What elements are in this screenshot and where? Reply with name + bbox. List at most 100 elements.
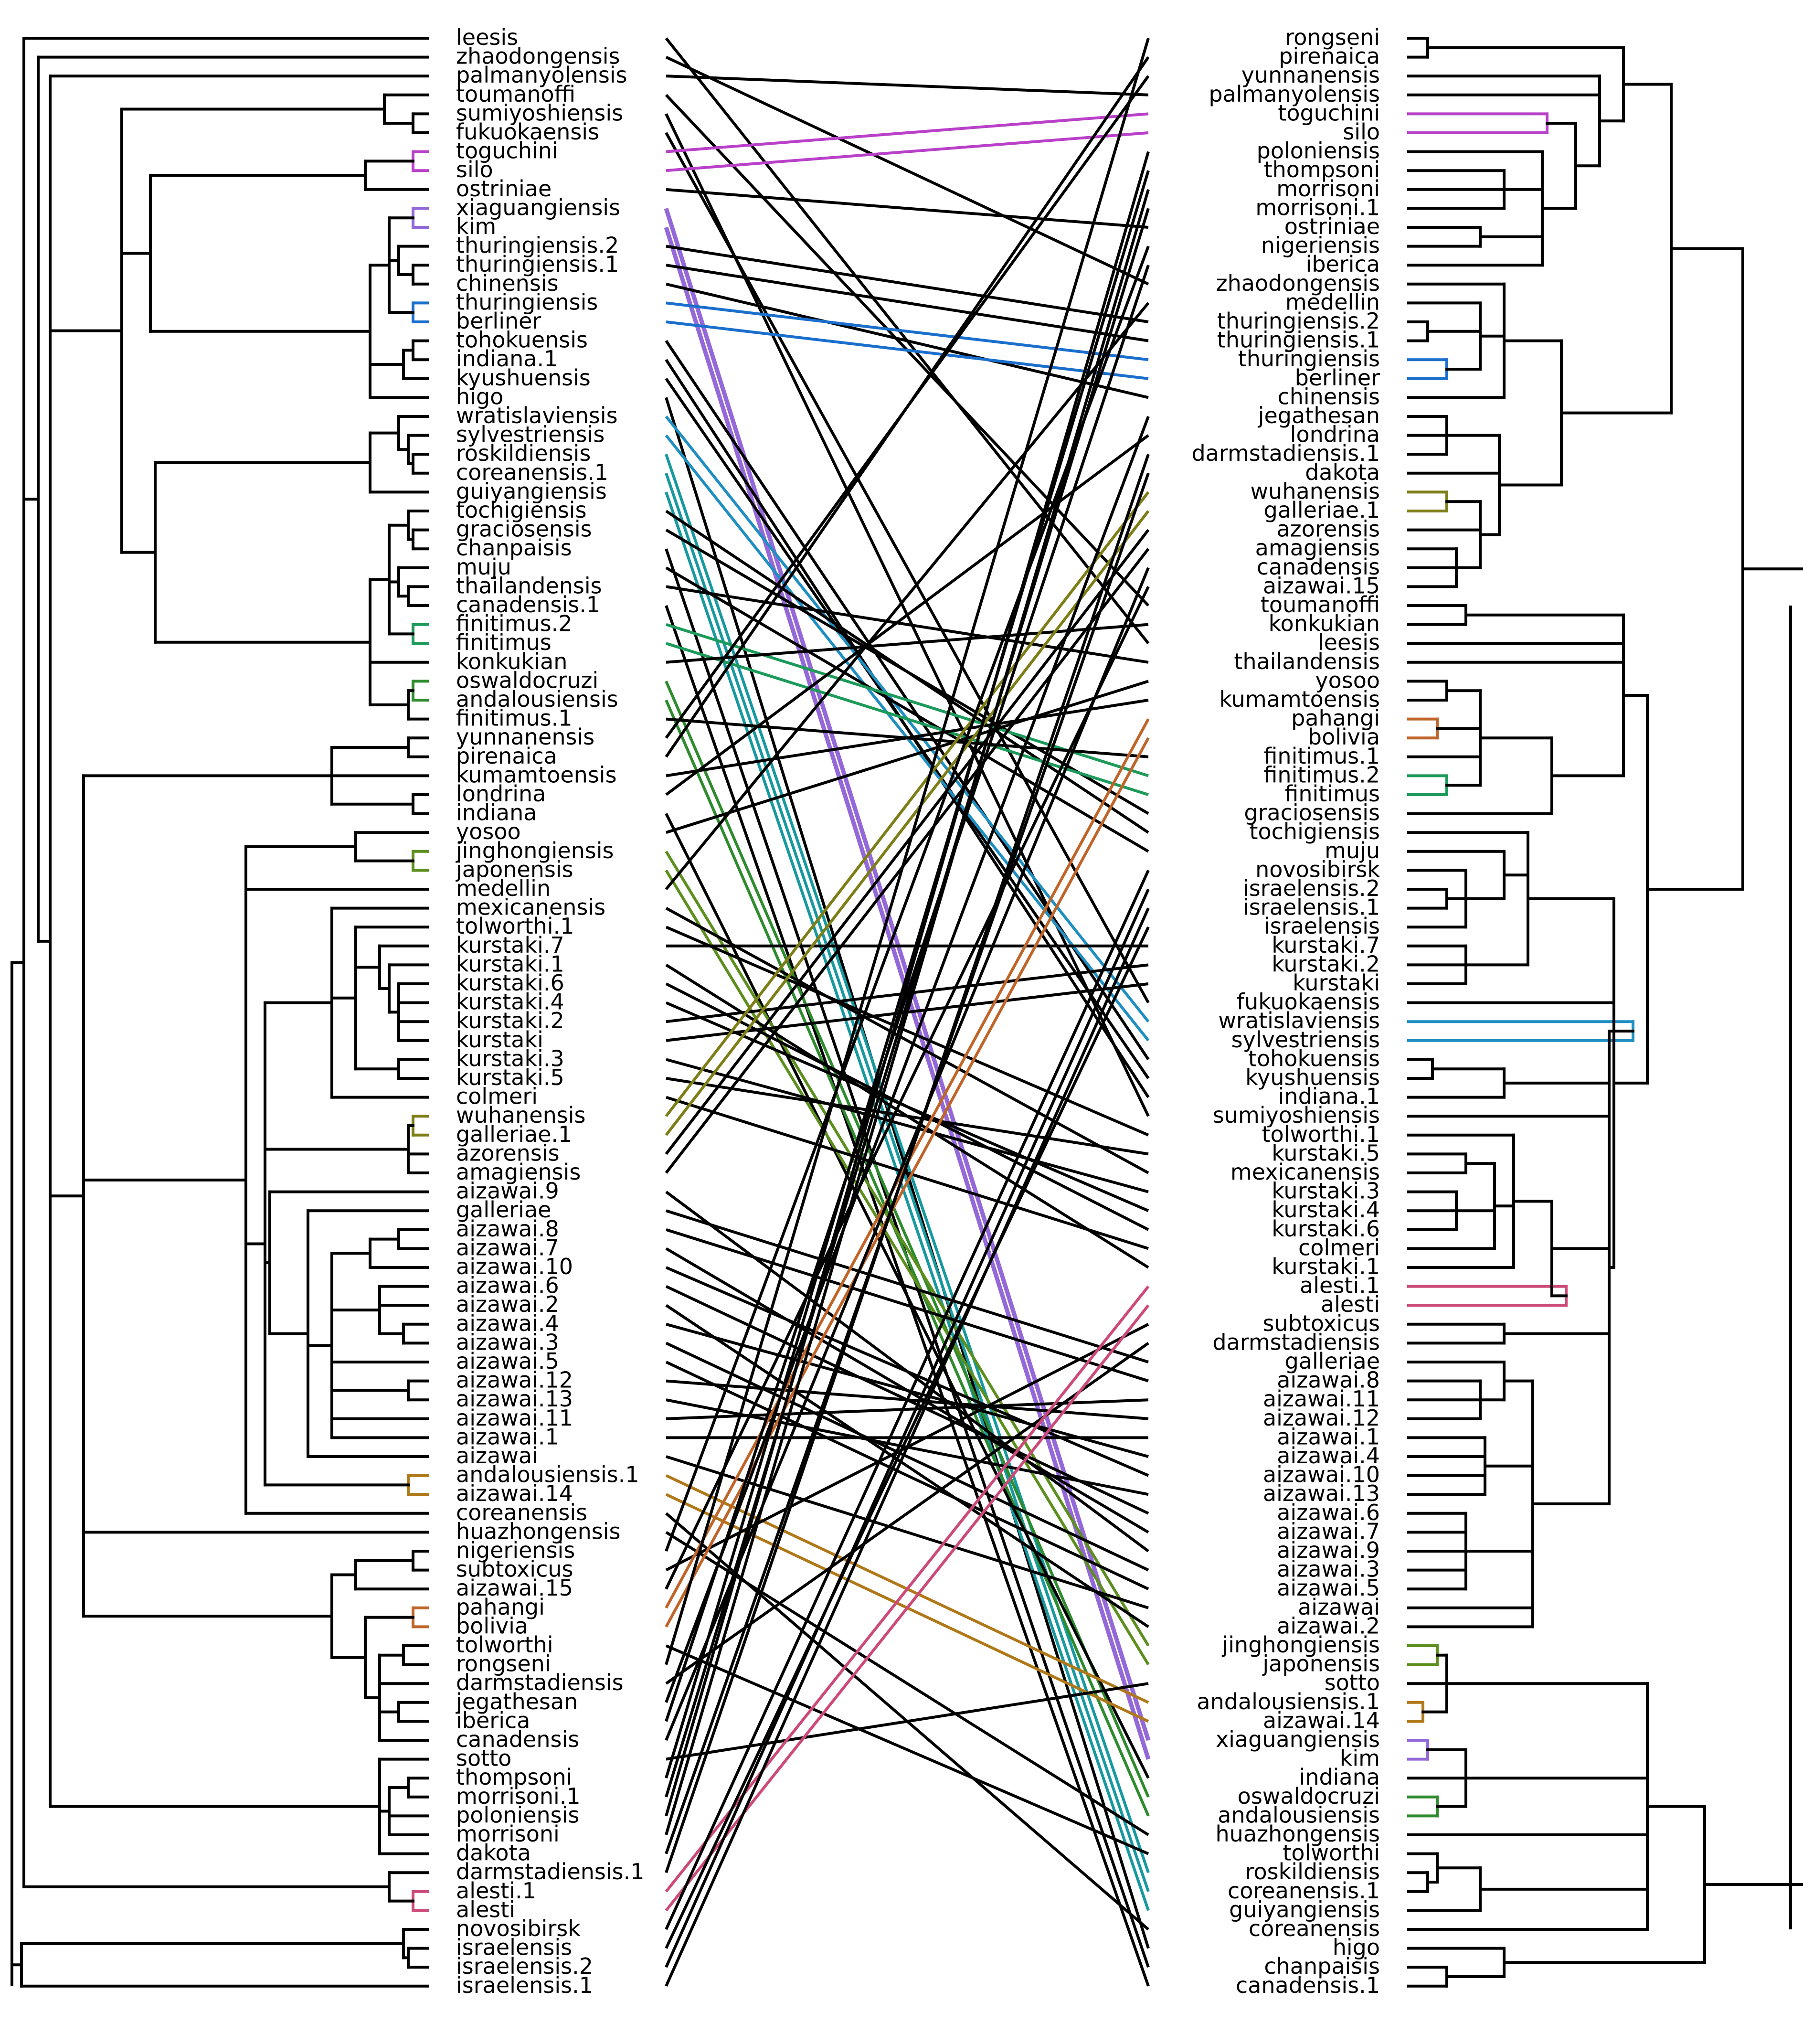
right-tip-label: israelensis (1264, 913, 1380, 939)
left-tip-label: novosibirsk (456, 1916, 581, 1941)
right-tip-label: azorensis (1276, 516, 1380, 542)
left-tip-label: londrina (456, 781, 546, 807)
left-tip-label: thompsoni (456, 1764, 572, 1790)
left-tip-label: pahangi (456, 1594, 545, 1620)
right-tip-label: chinensis (1277, 383, 1380, 409)
connector-lines (664, 37, 1151, 1987)
left-tip-label: muju (456, 554, 511, 580)
right-tip-label: kyushuensis (1245, 1065, 1380, 1090)
right-tip-label: canadensis.1 (1236, 1972, 1380, 1998)
connector-line (665, 926, 1150, 1949)
left-tip-label: finitimus.1 (456, 705, 573, 731)
right-tip-label: galleriae (1285, 1348, 1380, 1374)
left-tip-label: konkukian (456, 649, 567, 674)
left-tip-label: leesis (456, 24, 518, 50)
left-tip-label: bolivia (456, 1613, 528, 1639)
right-tip-label: tochigiensis (1249, 819, 1380, 844)
left-tip-label: dakota (456, 1840, 531, 1866)
right-tip-label: subtoxicus (1263, 1310, 1380, 1336)
left-tip-label: darmstadiensis (456, 1670, 624, 1695)
left-dendrogram (11, 37, 429, 1988)
left-tip-label: kurstaki.4 (456, 989, 564, 1015)
right-tip-label: kurstaki.7 (1272, 932, 1380, 958)
left-tip-label: yosoo (456, 819, 521, 844)
right-tip-label: darmstadiensis.1 (1191, 440, 1380, 466)
connector-line (665, 1341, 1149, 1572)
connector-line (665, 415, 1150, 1703)
right-tip-label: morrisoni (1276, 176, 1380, 202)
connector-line (665, 208, 1150, 1798)
right-tip-label: aizawai.14 (1263, 1707, 1380, 1733)
right-tip-label: aizawai.2 (1277, 1613, 1380, 1639)
right-tip-label: aizawai (1298, 1594, 1380, 1620)
connector-line (665, 434, 1149, 796)
right-tip-label: yosoo (1315, 667, 1380, 693)
left-tip-label: iberica (456, 1707, 530, 1733)
connector-line (665, 567, 1150, 1741)
left-tip-label: aizawai.10 (456, 1254, 573, 1279)
right-tip-label: indiana.1 (1278, 1084, 1380, 1109)
right-tip-label: kumamtoensis (1219, 686, 1380, 712)
left-tip-label: kurstaki.6 (456, 970, 564, 996)
connector-line (666, 623, 1149, 777)
connector-line (665, 737, 1150, 1628)
left-tip-label: aizawai.7 (456, 1235, 559, 1260)
right-tip-label: finitimus (1284, 781, 1380, 807)
left-tip-label: wuhanensis (456, 1102, 585, 1128)
connector-line (666, 1209, 1149, 1363)
right-tip-label: kurstaki (1293, 970, 1380, 996)
left-tip-label: aizawai.14 (456, 1480, 573, 1506)
connector-line (665, 378, 1150, 1079)
right-tip-label: tolworthi.1 (1262, 1121, 1380, 1147)
connector-line (666, 1058, 1149, 1193)
right-tip-label: aizawai.11 (1263, 1386, 1380, 1412)
left-tip-label: chinensis (456, 270, 559, 296)
connector-line (665, 1001, 1149, 1212)
left-tip-label: indiana.1 (456, 346, 558, 372)
left-tip-label: tolworthi (456, 1632, 553, 1658)
connector-line (666, 188, 1149, 229)
connector-line (666, 1077, 1149, 1156)
connector-line (666, 642, 1149, 796)
right-dendrogram (1407, 37, 1803, 1988)
right-tip-label: amagiensis (1255, 535, 1380, 561)
right-tip-label: tolworthi (1283, 1840, 1380, 1866)
right-tip-label: londrina (1290, 422, 1380, 447)
connector-line (665, 265, 1150, 1722)
left-tip-label: coreanensis (456, 1500, 587, 1525)
left-tip-label: indiana (456, 800, 537, 826)
right-tip-label: medellin (1285, 289, 1380, 315)
left-tip-label: andalousiensis (456, 686, 618, 712)
left-tip-label: finitimus (456, 629, 552, 655)
right-tip-label: israelensis.2 (1243, 875, 1380, 901)
left-tip-label: aizawai.1 (456, 1424, 559, 1449)
right-tip-label: aizawai.5 (1277, 1575, 1380, 1601)
left-tip-label: galleriae.1 (456, 1121, 572, 1147)
right-tip-label: thuringiensis.2 (1217, 308, 1380, 334)
right-tip-label: chanpaisis (1264, 1953, 1380, 1979)
left-tip-label: nigeriensis (456, 1537, 575, 1563)
connector-line (665, 38, 1150, 1665)
right-tip-label: finitimus.1 (1263, 743, 1380, 769)
left-tip-label: aizawai.2 (456, 1291, 559, 1317)
connector-line (666, 585, 1149, 664)
connector-line (666, 1398, 1149, 1420)
right-tip-label: zhaodongensis (1216, 270, 1380, 296)
right-tip-label: roskildiensis (1245, 1859, 1380, 1884)
connector-line (666, 1228, 1149, 1383)
left-tip-labels: leesiszhaodongensispalmanyolensistoumano… (456, 24, 645, 1998)
right-tip-label: toumanoffi (1261, 592, 1380, 617)
right-tip-label: kurstaki.6 (1272, 1216, 1380, 1242)
right-tip-labels: rongsenipirenaicayunnanensispalmanyolens… (1191, 24, 1380, 1998)
left-tip-label: aizawai.12 (456, 1367, 573, 1393)
right-tip-label: aizawai.3 (1277, 1556, 1380, 1582)
left-tip-label: poloniensis (456, 1802, 579, 1828)
left-tip-label: tohokuensis (456, 327, 588, 353)
left-tip-label: graciosensis (456, 516, 592, 542)
left-tip-label: tolworthi.1 (456, 913, 574, 939)
right-tip-label: aizawai.6 (1277, 1500, 1380, 1525)
connector-line (665, 454, 1150, 1874)
right-tip-label: jegathesan (1258, 403, 1380, 428)
left-tip-label: higo (456, 383, 503, 409)
